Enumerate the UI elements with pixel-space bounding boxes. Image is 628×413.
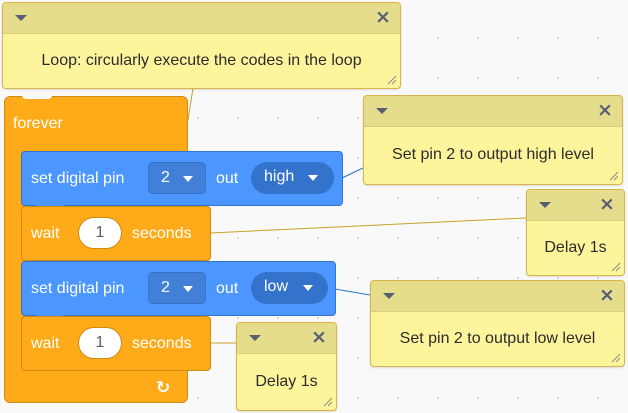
caret-down-icon[interactable] xyxy=(376,108,388,114)
out-label: out xyxy=(216,280,239,297)
chevron-down-icon xyxy=(308,175,318,181)
chevron-down-icon xyxy=(183,176,193,182)
chevron-down-icon xyxy=(303,285,313,291)
block-notch xyxy=(22,95,52,99)
level-value: high xyxy=(264,168,295,185)
level-dropdown[interactable]: low xyxy=(251,272,328,304)
comment-text[interactable]: Delay 1s xyxy=(544,238,607,256)
seconds-input[interactable]: 1 xyxy=(78,327,122,359)
pin-value: 2 xyxy=(161,279,170,296)
comment-set-high[interactable]: × Set pin 2 to output high level xyxy=(363,95,623,185)
close-icon[interactable]: × xyxy=(599,284,615,306)
set-digital-pin-label: set digital pin xyxy=(31,280,125,297)
out-label: out xyxy=(216,170,239,187)
connector-set-low xyxy=(334,288,371,296)
level-dropdown[interactable]: high xyxy=(251,162,334,194)
close-icon[interactable]: × xyxy=(375,6,391,28)
seconds-input[interactable]: 1 xyxy=(78,217,122,249)
comment-text[interactable]: Set pin 2 to output low level xyxy=(399,329,596,347)
resize-handle-icon[interactable] xyxy=(609,351,621,363)
caret-down-icon[interactable] xyxy=(15,15,27,21)
caret-down-icon[interactable] xyxy=(249,335,261,341)
level-value: low xyxy=(264,278,289,295)
caret-down-icon[interactable] xyxy=(383,293,395,299)
close-icon[interactable]: × xyxy=(597,99,613,121)
wait-label: wait xyxy=(31,335,60,352)
close-icon[interactable]: × xyxy=(599,193,615,215)
forever-label: forever xyxy=(13,115,63,132)
resize-handle-icon[interactable] xyxy=(609,260,621,272)
comment-loop[interactable]: × Loop: circularly execute the codes in … xyxy=(2,2,401,89)
seconds-label: seconds xyxy=(132,335,192,352)
comment-set-low[interactable]: × Set pin 2 to output low level xyxy=(370,280,625,367)
close-icon[interactable]: × xyxy=(311,326,327,348)
comment-text[interactable]: Loop: circularly execute the codes in th… xyxy=(41,51,362,69)
pin-dropdown[interactable]: 2 xyxy=(148,162,206,194)
wait-label: wait xyxy=(31,225,60,242)
resize-handle-icon[interactable] xyxy=(321,395,333,407)
comment-drag-bar[interactable] xyxy=(364,96,622,127)
resize-handle-icon[interactable] xyxy=(607,169,619,181)
chevron-down-icon xyxy=(183,286,193,292)
set-digital-pin-label: set digital pin xyxy=(31,170,125,187)
comment-drag-bar[interactable] xyxy=(3,3,400,34)
loop-arrow-icon: ↻ xyxy=(156,378,171,398)
caret-down-icon[interactable] xyxy=(539,202,551,208)
resize-handle-icon[interactable] xyxy=(385,73,397,85)
comment-delay-1[interactable]: × Delay 1s xyxy=(526,189,625,276)
comment-text[interactable]: Set pin 2 to output high level xyxy=(392,146,594,163)
connector-loop xyxy=(187,87,194,121)
pin-value: 2 xyxy=(161,169,170,186)
pin-dropdown[interactable]: 2 xyxy=(148,272,206,304)
connector-delay1 xyxy=(209,217,527,234)
connector-set-high xyxy=(341,167,364,179)
comment-drag-bar[interactable] xyxy=(371,281,624,312)
seconds-label: seconds xyxy=(132,225,192,242)
comment-text[interactable]: Delay 1s xyxy=(255,372,318,390)
comment-delay-2[interactable]: × Delay 1s xyxy=(236,322,337,411)
